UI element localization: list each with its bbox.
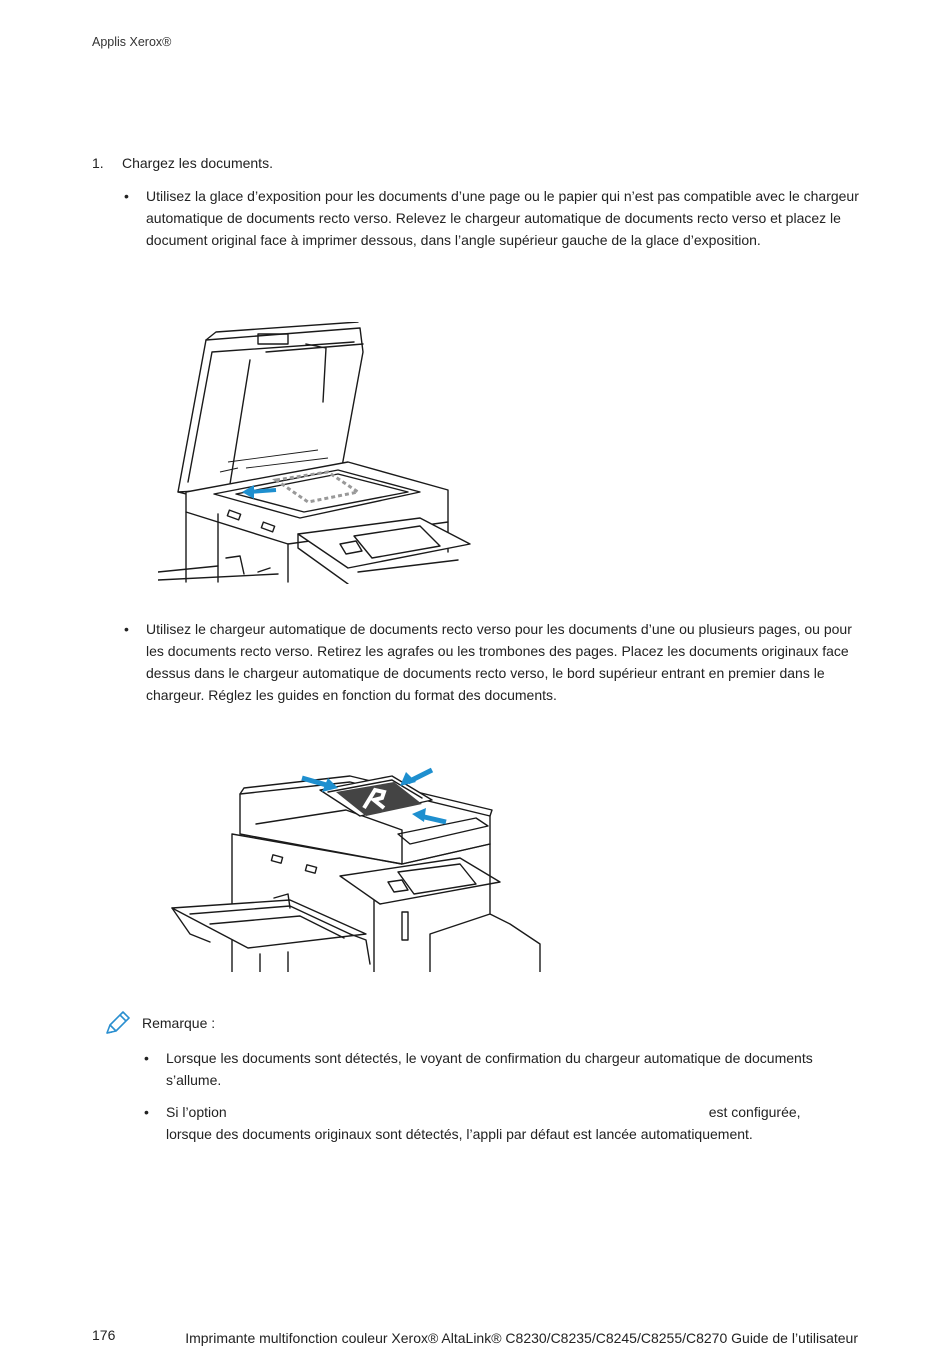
note-item-suffix: est configurée, [708,1104,801,1120]
illustration-document-feeder [171,767,541,972]
note-item: • Si l’option est configurée, lorsque des… [144,1101,846,1145]
running-header: Applis Xerox® [92,35,172,49]
bullet-glass: • Utilisez la glace d’exposition pour le… [124,185,866,251]
bullet-text: Utilisez la glace d’exposition pour les … [146,188,859,248]
note-item-line2: lorsque des documents originaux sont dét… [166,1126,753,1142]
note-label: Remarque : [142,1015,216,1031]
bullet-dot: • [124,621,129,637]
note-item-text: Lorsque les documents sont détectés, le … [166,1050,813,1088]
bullet-dot: • [144,1104,149,1120]
step-text: Chargez les documents. [122,155,273,171]
footer-title: Imprimante multifonction couleur Xerox® … [185,1330,858,1346]
note-item-prefix: Si l’option [166,1104,227,1120]
step-1: 1. Chargez les documents. [92,155,273,171]
bullet-dot: • [124,188,129,204]
bullet-feeder: • Utilisez le chargeur automatique de do… [124,618,861,706]
pencil-icon [106,1011,130,1034]
bullet-text: Utilisez le chargeur automatique de docu… [146,621,852,703]
step-number: 1. [92,155,104,171]
bullet-dot: • [144,1050,149,1066]
note-item: • Lorsque les documents sont détectés, l… [144,1047,846,1091]
page-number: 176 [92,1327,116,1343]
illustration-document-glass [158,322,471,584]
